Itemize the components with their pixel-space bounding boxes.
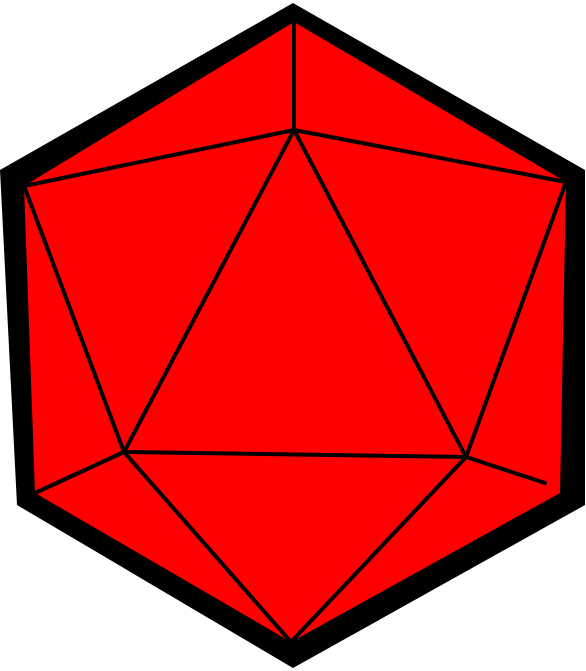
d20-bottom-left-edge — [33, 450, 293, 644]
d20-left-diagonal-edge — [22, 184, 126, 454]
d20-bottom-right-edge — [289, 455, 547, 644]
d20-body — [0, 3, 585, 668]
d20-edges — [22, 20, 568, 644]
d20-fill — [24, 22, 566, 642]
d20-center-face — [122, 128, 468, 459]
d20-right-diagonal-edge — [464, 180, 568, 459]
